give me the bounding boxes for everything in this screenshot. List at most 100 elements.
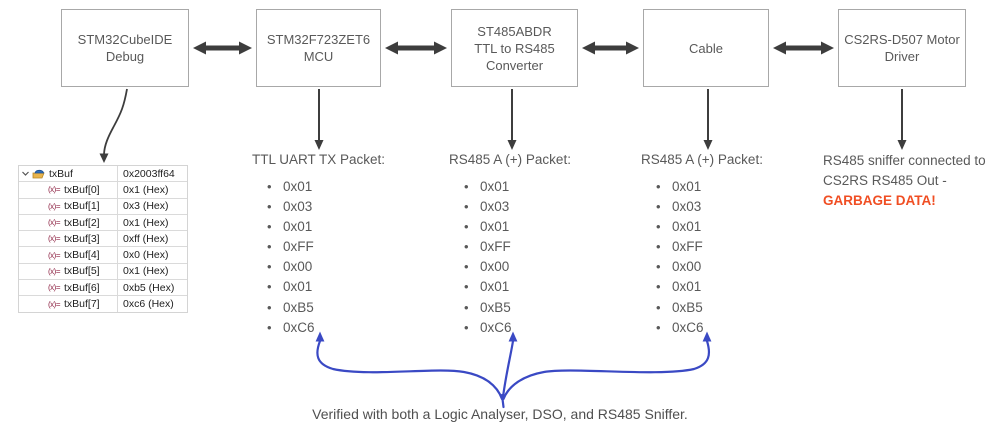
packet-byte: 0x00 (641, 257, 763, 277)
packet-byte: 0x01 (449, 217, 571, 237)
local-variable-icon: (x)= (48, 218, 61, 228)
value-cell: 0xff (Hex) (123, 232, 169, 245)
debug-variables-table: txBuf 0x2003ff64 (x)=txBuf[0] 0x1 (Hex) … (18, 165, 188, 313)
packet-byte: 0xFF (449, 237, 571, 257)
packet-byte: 0x01 (252, 277, 385, 297)
packet-byte: 0xB5 (641, 298, 763, 318)
table-row: (x)=txBuf[5] 0x1 (Hex) (19, 263, 187, 281)
local-variable-icon: (x)= (48, 299, 61, 309)
variable-name: txBuf[2] (64, 216, 100, 229)
down-arrow-cable (703, 89, 713, 150)
packet-bytes: 0x01 0x03 0x01 0xFF 0x00 0x01 0xB5 0xC6 (252, 177, 385, 338)
packet-byte: 0xC6 (252, 318, 385, 338)
packet-byte: 0x01 (449, 277, 571, 297)
variable-name: txBuf[5] (64, 265, 100, 278)
box-stm32cubeide-debug: STM32CubeIDE Debug (61, 9, 189, 87)
footer-note: Verified with both a Logic Analyser, DSO… (312, 406, 688, 422)
packet-byte: 0x01 (252, 217, 385, 237)
variable-name: txBuf[1] (64, 200, 100, 213)
packet-byte: 0xC6 (641, 318, 763, 338)
box-st485abdr-converter: ST485ABDR TTL to RS485 Converter (451, 9, 578, 87)
table-row: (x)=txBuf[7] 0xc6 (Hex) (19, 296, 187, 312)
packet-byte: 0xC6 (449, 318, 571, 338)
name-cell: (x)=txBuf[4] (19, 247, 118, 263)
local-variable-icon: (x)= (48, 185, 61, 195)
chevron-down-icon (22, 171, 29, 176)
curved-arrow-debug-to-table (99, 88, 128, 163)
packet-byte: 0x03 (641, 197, 763, 217)
bidirectional-arrow-1 (193, 41, 252, 55)
packet-byte: 0x00 (449, 257, 571, 277)
local-variable-icon: (x)= (48, 234, 61, 244)
down-arrow-motor-driver (897, 89, 907, 150)
packet-byte: 0x01 (641, 217, 763, 237)
root-value-cell: 0x2003ff64 (123, 167, 175, 180)
packet-title: RS485 A (+) Packet: (449, 152, 571, 167)
value-cell: 0x3 (Hex) (123, 200, 169, 213)
value-cell: 0xb5 (Hex) (123, 281, 175, 294)
table-row: (x)=txBuf[4] 0x0 (Hex) (19, 247, 187, 264)
packet-byte: 0x00 (252, 257, 385, 277)
packet-title: TTL UART TX Packet: (252, 152, 386, 167)
box-cs2rs-d507-motor-driver: CS2RS-D507 Motor Driver (838, 9, 966, 87)
packet-list-rs485-a: RS485 A (+) Packet: 0x01 0x03 0x01 0xFF … (449, 151, 571, 338)
variable-name: txBuf[3] (64, 232, 100, 245)
packet-byte: 0x03 (449, 197, 571, 217)
down-arrow-mcu (314, 89, 324, 150)
local-variable-icon: (x)= (48, 283, 61, 293)
variable-name: txBuf[0] (64, 183, 100, 196)
name-cell: (x)=txBuf[2] (19, 214, 118, 231)
root-name-cell: txBuf (19, 166, 118, 182)
name-cell: (x)=txBuf[7] (19, 296, 118, 312)
garbage-data-highlight: GARBAGE DATA! (823, 193, 936, 208)
sniffer-note-text: RS485 sniffer connected to CS2RS RS485 O… (823, 153, 986, 188)
table-row: (x)=txBuf[2] 0x1 (Hex) (19, 214, 187, 232)
box-cable: Cable (643, 9, 769, 87)
packet-byte: 0xB5 (252, 298, 385, 318)
packet-title: RS485 A (+) Packet: (641, 152, 763, 167)
packet-byte: 0x01 (449, 177, 571, 197)
down-arrow-converter (507, 89, 517, 150)
box-stm32f723zet6-mcu: STM32F723ZET6 MCU (256, 9, 381, 87)
packet-list-ttl-uart: TTL UART TX Packet: 0x01 0x03 0x01 0xFF … (252, 151, 385, 338)
local-variable-icon: (x)= (48, 266, 61, 276)
value-cell: 0x1 (Hex) (123, 183, 169, 196)
bidirectional-arrow-3 (582, 41, 639, 55)
local-variable-icon: (x)= (48, 250, 61, 260)
packet-byte: 0xFF (252, 237, 385, 257)
bidirectional-arrow-2 (385, 41, 447, 55)
name-cell: (x)=txBuf[0] (19, 182, 118, 198)
array-variable-icon (32, 169, 45, 179)
value-cell: 0x1 (Hex) (123, 216, 169, 229)
packet-list-rs485-a-cable: RS485 A (+) Packet: 0x01 0x03 0x01 0xFF … (641, 151, 763, 338)
blue-brace-stem (500, 393, 505, 409)
packet-bytes: 0x01 0x03 0x01 0xFF 0x00 0x01 0xB5 0xC6 (641, 177, 763, 338)
blue-arrow-right (502, 339, 711, 401)
variable-name: txBuf[6] (64, 281, 100, 294)
sniffer-note: RS485 sniffer connected to CS2RS RS485 O… (823, 151, 998, 211)
packet-byte: 0x03 (252, 197, 385, 217)
table-row: (x)=txBuf[3] 0xff (Hex) (19, 231, 187, 248)
packet-bytes: 0x01 0x03 0x01 0xFF 0x00 0x01 0xB5 0xC6 (449, 177, 571, 338)
value-cell: 0xc6 (Hex) (123, 298, 174, 311)
blue-arrow-middle (501, 339, 515, 399)
packet-byte: 0x01 (252, 177, 385, 197)
bidirectional-arrow-4 (773, 41, 834, 55)
value-cell: 0x1 (Hex) (123, 265, 169, 278)
local-variable-icon: (x)= (48, 201, 61, 211)
table-row: (x)=txBuf[0] 0x1 (Hex) (19, 182, 187, 199)
name-cell: (x)=txBuf[1] (19, 198, 118, 214)
table-row: (x)=txBuf[1] 0x3 (Hex) (19, 198, 187, 215)
packet-byte: 0xB5 (449, 298, 571, 318)
name-cell: (x)=txBuf[6] (19, 280, 118, 296)
table-row: (x)=txBuf[6] 0xb5 (Hex) (19, 280, 187, 297)
name-cell: (x)=txBuf[3] (19, 231, 118, 247)
value-cell: 0x0 (Hex) (123, 249, 169, 262)
blue-brace-arrows (315, 331, 712, 409)
table-row-root: txBuf 0x2003ff64 (19, 166, 187, 183)
variable-name: txBuf[4] (64, 249, 100, 262)
blue-arrow-left (316, 339, 504, 401)
variable-name: txBuf[7] (64, 298, 100, 311)
